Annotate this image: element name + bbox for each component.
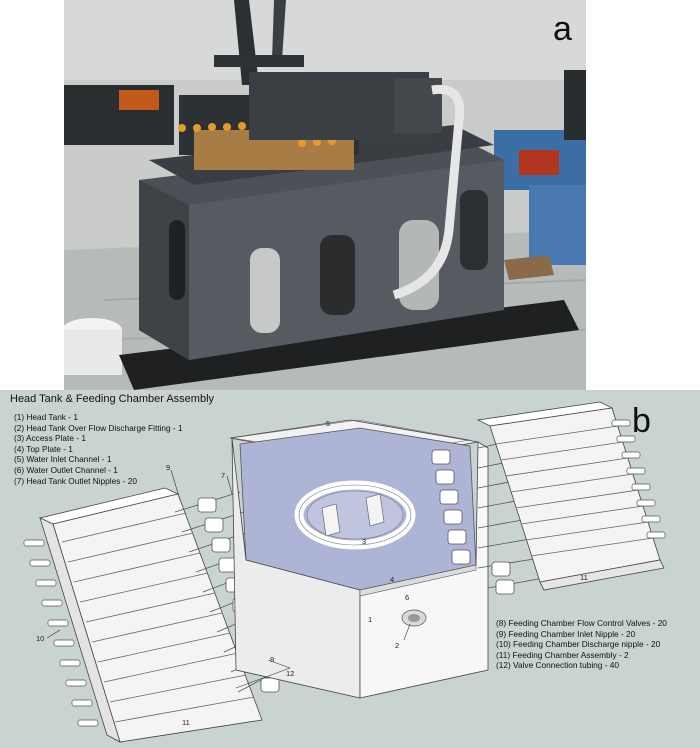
panel-letter-b: b [632, 402, 651, 440]
legend-item: (5) Water Inlet Channel - 1 [14, 454, 112, 465]
callout-11-left: 11 [182, 718, 190, 727]
assembly-drawing: 1 2 3 4 5 6 7 8 9 10 11 11 12 [23, 401, 666, 743]
callout-9: 9 [166, 463, 170, 472]
callout-2: 2 [395, 641, 399, 650]
legend-item: (2) Head Tank Over Flow Discharge Fittin… [14, 422, 183, 433]
legend-item: (3) Access Plate - 1 [14, 433, 86, 444]
callout-12: 12 [286, 669, 294, 678]
left-feeding-chamber [23, 487, 263, 743]
legend-item: (12) Valve Connection tubing - 40 [496, 660, 619, 671]
apparatus-photo [64, 0, 586, 390]
callout-1: 1 [368, 615, 372, 624]
legend-item: (4) Top Plate - 1 [14, 443, 73, 454]
callout-4: 4 [390, 575, 394, 584]
legend-item: (1) Head Tank - 1 [14, 412, 78, 422]
callout-6: 6 [405, 593, 409, 602]
callout-8: 8 [270, 655, 274, 664]
right-feeding-chamber [476, 401, 666, 591]
legend-item: (10) Feeding Chamber Discharge nipple - … [496, 639, 661, 650]
legend-item: (8) Feeding Chamber Flow Control Valves … [496, 618, 667, 628]
panel-letter-a: a [553, 10, 572, 48]
head-tank [229, 419, 489, 699]
callout-leaders [46, 469, 411, 689]
assembly-title: Head Tank & Feeding Chamber Assembly [10, 393, 215, 405]
callout-5: 5 [326, 419, 330, 428]
legend-left: (1) Head Tank - 1 (2) Head Tank Over Flo… [14, 412, 183, 486]
callout-3: 3 [362, 537, 366, 546]
legend-item: (6) Water Outlet Channel - 1 [14, 464, 118, 475]
callout-10: 10 [36, 634, 44, 643]
legend-item: (9) Feeding Chamber Inlet Nipple - 20 [496, 628, 636, 639]
legend-item: (11) Feeding Chamber Assembly - 2 [496, 649, 629, 660]
assembly-drawing-panel: 1 2 3 4 5 6 7 8 9 10 11 11 12 Head Tank … [0, 390, 700, 748]
callout-11-right: 11 [580, 573, 588, 582]
legend-right: (8) Feeding Chamber Flow Control Valves … [496, 618, 667, 671]
legend-item: (7) Head Tank Outlet Nipples - 20 [14, 475, 137, 486]
callout-7: 7 [221, 471, 225, 480]
